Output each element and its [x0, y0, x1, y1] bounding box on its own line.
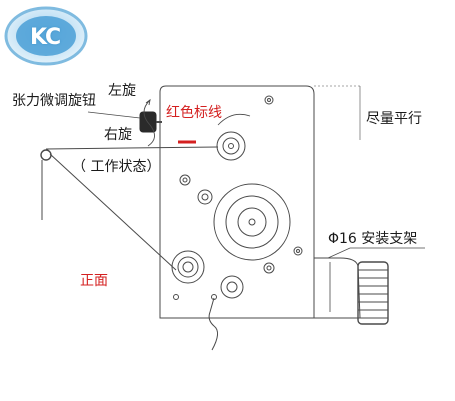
label-keep-level: 尽量平行 — [366, 111, 422, 127]
right-screw — [293, 246, 303, 256]
label-left-turn: 左旋 — [108, 83, 136, 99]
device-body — [159, 85, 315, 319]
label-right-turn: 右旋 — [104, 127, 132, 143]
arm-slot — [217, 113, 251, 126]
top-screw — [264, 95, 274, 105]
leader-knob — [87, 111, 141, 119]
label-mount: Φ16 安装支架 — [328, 231, 418, 247]
main-wheel — [213, 183, 291, 261]
mount-block — [314, 257, 361, 319]
leader-mount — [327, 247, 425, 259]
guide-wheel — [197, 189, 213, 205]
mount-knob-icon — [357, 261, 389, 325]
label-red-line: 红色标线 — [166, 105, 222, 121]
label-working-state: （ 工作状态） — [72, 159, 161, 175]
logo-text: KC — [30, 25, 61, 50]
wire-diagonal — [49, 153, 177, 271]
logo-badge-icon — [4, 6, 88, 66]
tension-knob-icon — [139, 111, 162, 133]
eyelet — [40, 149, 52, 161]
rotate-arrow-left — [143, 99, 151, 126]
bottom-wheel — [220, 275, 244, 299]
label-knob: 张力微调旋钮 — [12, 93, 96, 109]
lower-wheel — [171, 250, 205, 284]
rotate-arrow-right — [147, 124, 155, 147]
wire-top — [45, 146, 219, 150]
label-front: 正面 — [80, 273, 108, 289]
pulley-icon — [216, 131, 246, 161]
wire-exit — [208, 297, 218, 351]
logo-badge: KC — [2, 3, 90, 69]
left-screw — [179, 174, 191, 186]
